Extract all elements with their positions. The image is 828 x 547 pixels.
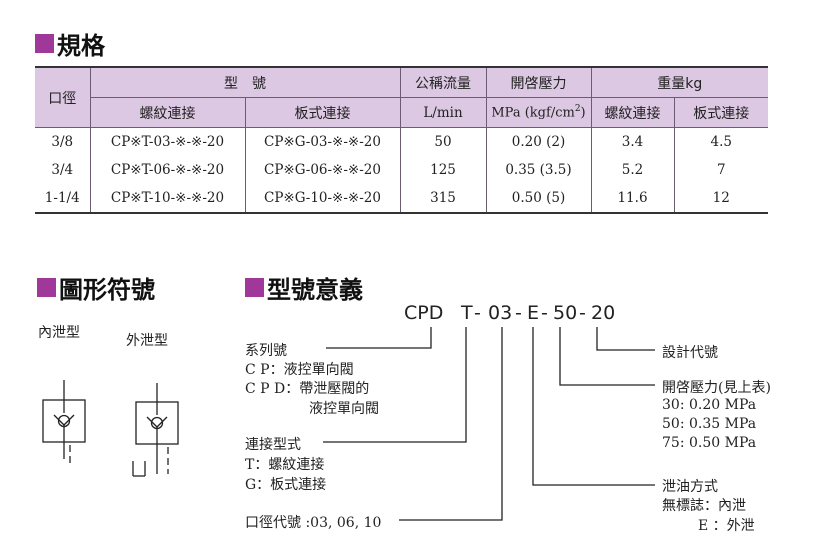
cell-weight-thread: 5.2 <box>590 156 675 184</box>
code-connection: T <box>461 302 473 324</box>
cell-weight-plate: 7 <box>673 156 768 184</box>
table-row: 3/4 CP※T-06-※-※-20 CP※G-06-※-※-20 125 0.… <box>35 156 768 184</box>
table-row: 1-1/4 CP※T-10-※-※-20 CP※G-10-※-※-20 315 … <box>35 184 768 214</box>
cell-plate: CP※G-03-※-※-20 <box>244 127 401 156</box>
cell-flow: 315 <box>399 184 487 214</box>
connection-g: G：板式連接 <box>245 477 327 493</box>
bullet-square-icon <box>37 278 56 297</box>
code-dash: - <box>515 302 522 324</box>
leader-design <box>596 327 655 351</box>
cell-weight-plate: 12 <box>673 184 768 214</box>
design-label: 設計代號 <box>662 345 718 361</box>
header-flow-unit: L/min <box>399 97 487 128</box>
cell-flow: 125 <box>399 156 487 184</box>
cell-weight-thread: 11.6 <box>590 184 675 214</box>
cell-port: 3/4 <box>35 156 91 184</box>
leader-port <box>399 327 503 521</box>
code-dash: - <box>541 302 548 324</box>
symbol-external-label: 外泄型 <box>126 333 168 349</box>
symbol-internal-label: 內泄型 <box>38 325 80 341</box>
header-weight-plate: 板式連接 <box>673 97 768 128</box>
header-port: 口徑 <box>35 66 91 128</box>
cell-pressure: 0.50 (5) <box>485 184 592 214</box>
connection-label: 連接型式 <box>245 437 301 453</box>
spec-title: 規格 <box>57 32 105 60</box>
code-dash: - <box>474 302 481 324</box>
header-pressure: 開啓壓力 <box>485 66 592 98</box>
series-cpd: C P D：帶泄壓閥的 <box>245 381 370 397</box>
cell-port: 3/8 <box>35 127 91 156</box>
bullet-square-icon <box>35 34 54 53</box>
bullet-square-icon <box>245 278 264 297</box>
cell-weight-thread: 3.4 <box>590 127 675 156</box>
code-series: CPD <box>404 302 444 324</box>
cell-pressure: 0.20 (2) <box>485 127 592 156</box>
header-weight: 重量kg <box>590 66 768 98</box>
cell-weight-plate: 4.5 <box>673 127 768 156</box>
spec-heading: 規格 <box>35 26 105 61</box>
series-label: 系列號 <box>245 343 287 359</box>
model-meaning-title: 型號意義 <box>267 276 363 304</box>
cell-thread: CP※T-10-※-※-20 <box>89 184 246 214</box>
code-port: 03 <box>488 302 513 324</box>
drain-label: 泄油方式 <box>662 479 718 495</box>
port-label: 口徑代號 :03, 06, 10 <box>245 515 382 531</box>
model-meaning-heading: 型號意義 <box>245 270 363 305</box>
pressure-label: 開啓壓力(見上表) <box>662 380 771 396</box>
code-drain: E <box>527 302 540 324</box>
header-pressure-unit: MPa (kgf/cm2) <box>485 97 592 128</box>
leader-lines <box>323 327 655 521</box>
symbols-heading: 圖形符號 <box>37 270 155 305</box>
code-pressure: 50 <box>553 302 578 324</box>
code-design: 20 <box>591 302 616 324</box>
check-valve-internal-icon <box>42 380 86 463</box>
leader-connection <box>323 327 467 443</box>
series-cp: C P：液控單向閥 <box>245 362 354 378</box>
header-weight-thread: 螺紋連接 <box>590 97 675 128</box>
table-row: 3/8 CP※T-03-※-※-20 CP※G-03-※-※-20 50 0.2… <box>35 127 768 156</box>
check-valve-external-icon <box>132 383 179 477</box>
leader-pressure <box>559 327 655 386</box>
header-thread: 螺紋連接 <box>89 97 246 128</box>
cell-pressure: 0.35 (3.5) <box>485 156 592 184</box>
drain-e: E ：外泄 <box>698 518 755 534</box>
connection-t: T：螺紋連接 <box>245 457 325 473</box>
header-model: 型 號 <box>89 66 401 98</box>
pressure-30: 30: 0.20 MPa <box>662 397 757 413</box>
cell-thread: CP※T-03-※-※-20 <box>89 127 246 156</box>
cell-plate: CP※G-06-※-※-20 <box>244 156 401 184</box>
leader-drain <box>532 327 655 486</box>
pressure-50: 50: 0.35 MPa <box>662 416 757 432</box>
spec-table: 口徑 型 號 公稱流量 開啓壓力 重量kg 螺紋連接 板式連接 L/min MP… <box>35 66 768 214</box>
drain-none: 無標誌：內泄 <box>662 498 746 514</box>
leader-series <box>326 327 432 349</box>
code-dash: - <box>579 302 586 324</box>
header-plate: 板式連接 <box>244 97 401 128</box>
pressure-75: 75: 0.50 MPa <box>662 435 757 451</box>
symbols-title: 圖形符號 <box>59 276 155 304</box>
cell-thread: CP※T-06-※-※-20 <box>89 156 246 184</box>
series-cpd-cont: 液控單向閥 <box>309 401 379 417</box>
